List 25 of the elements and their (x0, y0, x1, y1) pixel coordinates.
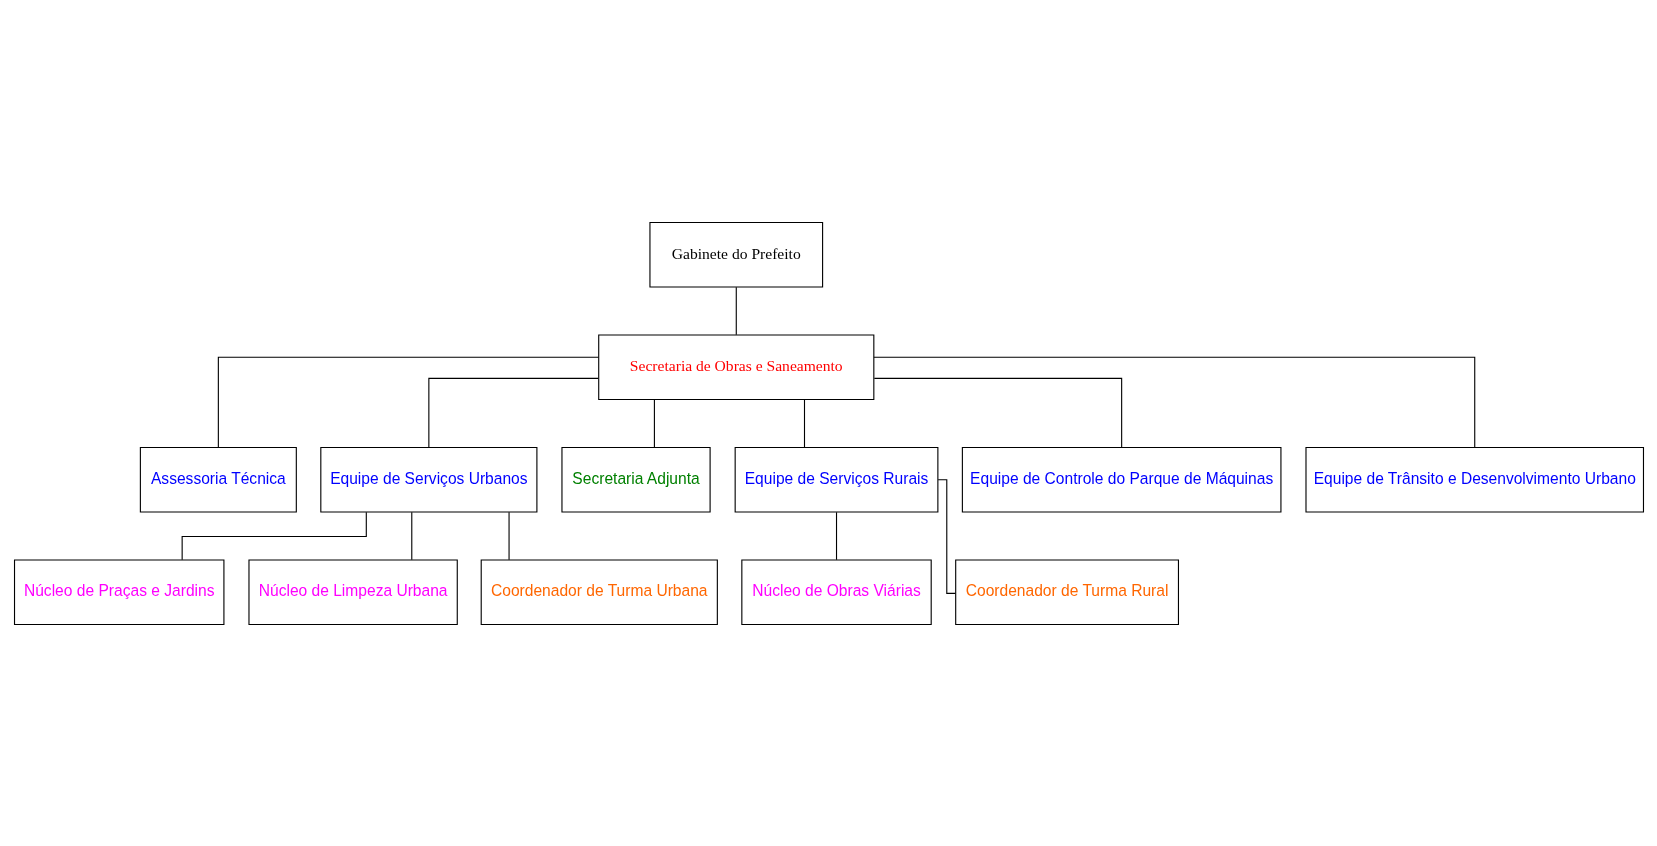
connector (735, 286, 737, 335)
node-box: Equipe de Serviços Rurais (734, 446, 938, 513)
connector (410, 511, 412, 560)
node-box: Núcleo de Obras Viárias (740, 558, 932, 625)
node-box: Núcleo de Limpeza Urbana (247, 558, 458, 625)
node-box: Coordenador de Turma Rural (954, 558, 1179, 625)
connector (803, 398, 805, 448)
node-box: Assessoria Técnica (139, 446, 297, 513)
node-box: Equipe de Serviços Urbanos (319, 446, 537, 513)
connector (217, 356, 599, 448)
connector (427, 377, 599, 448)
node-box: Secretaria Adjunta (560, 446, 711, 513)
connector (835, 511, 837, 560)
node-box: Secretaria de Obras e Saneamento (597, 333, 874, 400)
node-box: Coordenador de Turma Urbana (480, 558, 718, 625)
node-box: Gabinete do Prefeito (648, 221, 823, 288)
node-box: Núcleo de Praças e Jardins (13, 558, 224, 625)
connector (653, 398, 655, 448)
connector (937, 478, 956, 594)
node-box: Equipe de Trânsito e Desenvolvimento Urbano (1304, 446, 1644, 513)
node-box: Equipe de Controle do Parque de Máquinas (961, 446, 1281, 513)
connector (181, 511, 367, 560)
connector (872, 356, 1475, 448)
connector (873, 377, 1122, 448)
connector (508, 511, 510, 560)
